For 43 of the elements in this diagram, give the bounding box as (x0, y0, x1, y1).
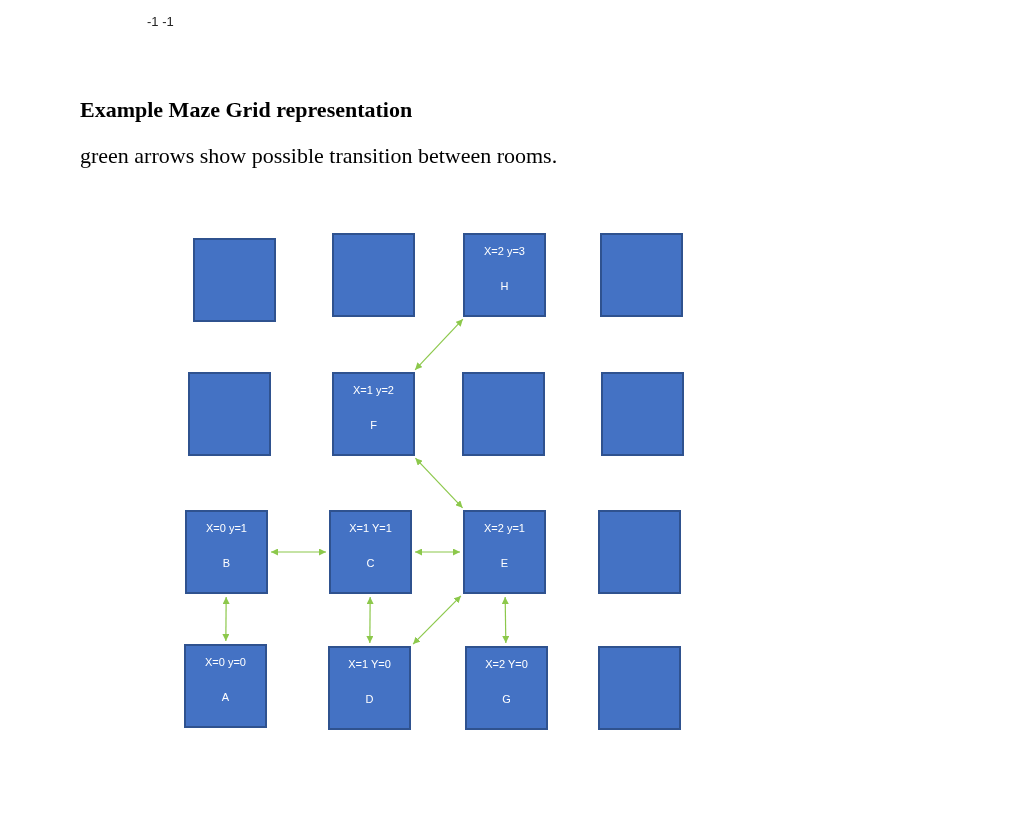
coordinate-label: X=2 y=3 (483, 245, 526, 257)
room-box (328, 646, 411, 730)
coordinate-label: X=1 Y=0 (347, 658, 392, 670)
title: Example Maze Grid representation (80, 97, 413, 123)
coordinate-label: X=1 Y=1 (348, 522, 393, 534)
room-letter: G (501, 693, 512, 705)
room-box (463, 510, 546, 594)
coordinate-label: X=2 y=1 (483, 522, 526, 534)
room-box (598, 646, 681, 730)
coordinate-label: X=2 Y=0 (484, 658, 529, 670)
room-letter: F (369, 419, 378, 431)
room-box (188, 372, 271, 456)
transition-arrow (414, 318, 464, 371)
room-box (329, 510, 412, 594)
room-box (463, 233, 546, 317)
room-box (600, 233, 683, 317)
room-box (598, 510, 681, 594)
transition-arrow (412, 595, 462, 645)
room-box (462, 372, 545, 456)
caption: green arrows show possible transition between rooms. (80, 143, 558, 169)
coordinate-label: X=0 y=1 (205, 522, 248, 534)
room-letter: H (499, 280, 510, 292)
transition-arrow (414, 548, 461, 556)
transition-arrow (222, 596, 230, 642)
page-number: -1 -1 (147, 14, 174, 29)
room-letter: A (220, 691, 231, 703)
room-box (601, 372, 684, 456)
transition-arrow (270, 548, 327, 556)
transition-arrow (414, 457, 464, 509)
room-letter: E (499, 557, 510, 569)
room-letter: C (365, 557, 376, 569)
room-box (465, 646, 548, 730)
room-letter: B (221, 557, 232, 569)
coordinate-label: X=1 y=2 (352, 384, 395, 396)
room-letter: D (364, 693, 375, 705)
room-box (193, 238, 276, 322)
transition-arrow (501, 596, 510, 644)
coordinate-label: X=0 y=0 (204, 656, 247, 668)
room-box (332, 233, 415, 317)
room-box (332, 372, 415, 456)
room-box (185, 510, 268, 594)
room-box (184, 644, 267, 728)
transition-arrow (366, 596, 374, 644)
